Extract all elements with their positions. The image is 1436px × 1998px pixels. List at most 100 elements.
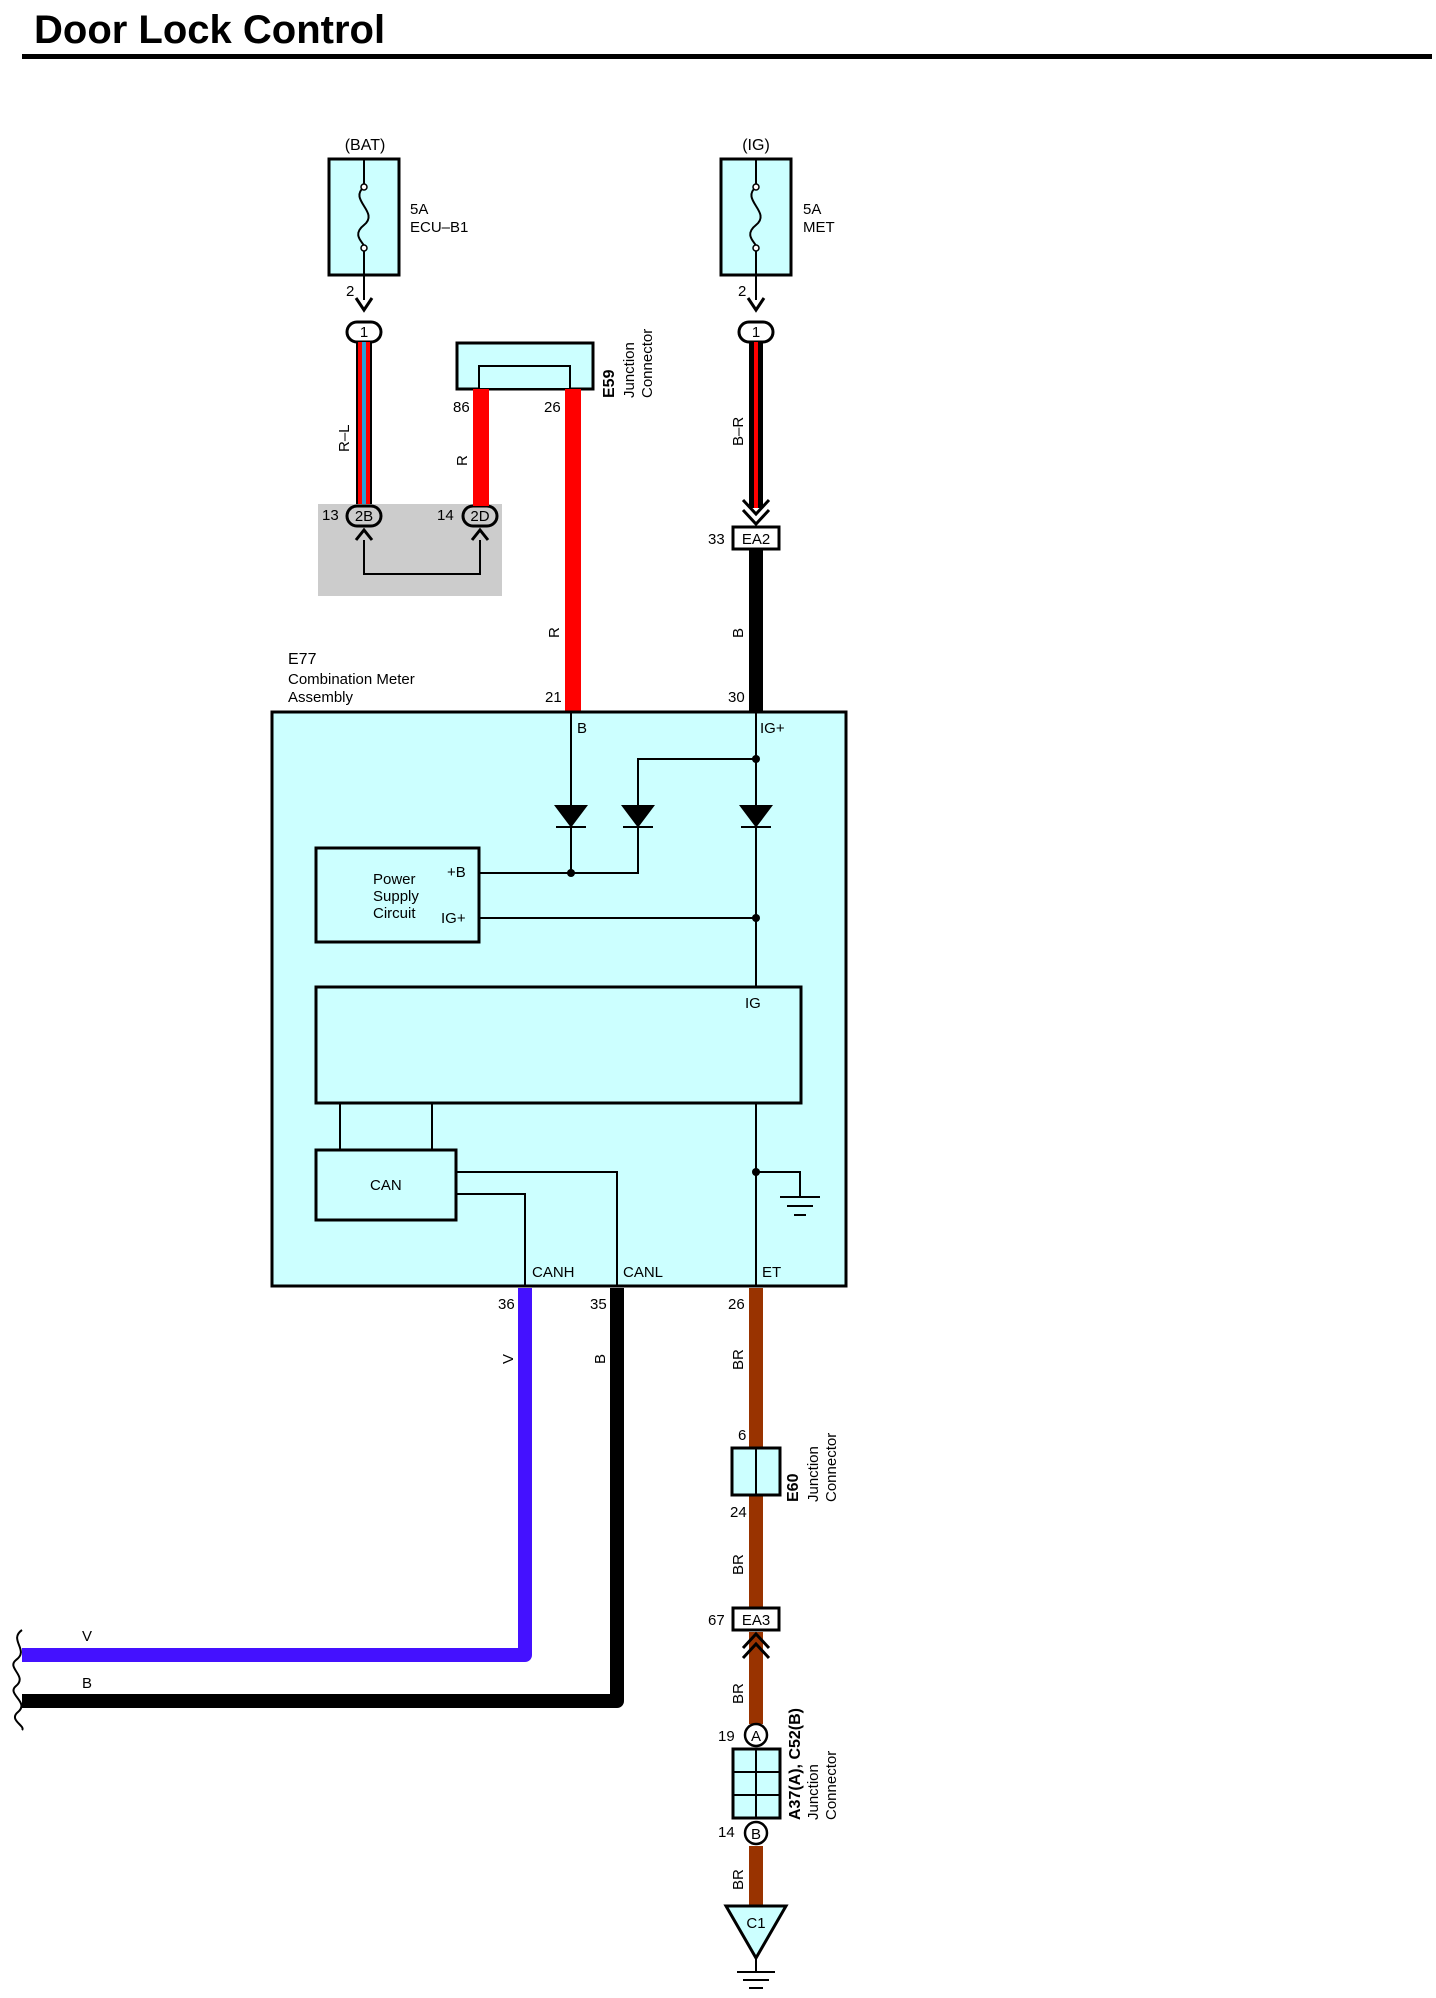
a37-pin-bottom: 14	[718, 1824, 735, 1841]
wire-br: BR BR BR BR	[730, 1288, 763, 1906]
wire-b-r: B–R	[730, 342, 771, 527]
fuse-ig-connector-label: 1	[752, 324, 760, 341]
e59-code: E59	[601, 369, 618, 398]
junction-connector-e59: 86 26 E59 Junction Connector	[453, 329, 656, 416]
ea2-pin: 33	[708, 531, 725, 548]
fuse-ig-element-icon	[749, 186, 762, 248]
wire-r-l: R–L	[336, 342, 372, 506]
a37-line1: Junction	[805, 1764, 822, 1820]
splice-right-connector-label: 2D	[470, 508, 489, 525]
junction-connector-e60: 6 24 E60 Junction Connector	[730, 1427, 840, 1521]
wire-br-label-1: BR	[730, 1349, 747, 1370]
can-block	[314, 1148, 458, 1222]
e77-term-b: B	[577, 720, 587, 737]
fuse-ig-rating: 5A	[803, 201, 821, 218]
wire-br-label-3: BR	[730, 1683, 747, 1704]
fuse-bat-element-icon	[357, 186, 370, 248]
wire-v-bus-label: V	[82, 1628, 92, 1645]
wire-r-short-label: R	[454, 455, 471, 466]
a37-conn-bottom	[743, 1820, 769, 1846]
e77-line2: Assembly	[288, 689, 354, 706]
wire-b-canl: B B	[22, 1288, 624, 1708]
page-title: Door Lock Control	[34, 8, 386, 52]
e59-inner	[478, 365, 571, 390]
e77-pin-canh: 36	[498, 1296, 515, 1313]
wire-b-r-label: B–R	[730, 417, 747, 446]
ground-c1-code: C1	[746, 1915, 765, 1932]
e60-line1: Junction	[805, 1446, 822, 1502]
ea3-arrow-icon	[741, 1631, 771, 1660]
wire-br-label-4: BR	[730, 1869, 747, 1890]
e60-line2: Connector	[823, 1433, 840, 1502]
fuse-bat-terminal-top	[360, 183, 368, 191]
splice-right-arrow-icon	[470, 527, 490, 541]
wire-b-bus-label: B	[82, 1675, 92, 1692]
e77-junction-ig-top	[752, 755, 760, 763]
wire-r-l-label: R–L	[336, 424, 353, 452]
e77-pin-ig: 30	[728, 689, 745, 706]
fuse-bat-connector-label: 1	[360, 324, 368, 341]
wire-r-short: R	[454, 389, 489, 506]
wire-br-label-2: BR	[730, 1554, 747, 1575]
psc-line3: Circuit	[373, 905, 416, 922]
fuse-ig-arrow-icon	[746, 297, 766, 313]
connector-ea2: 33 EA2	[708, 525, 781, 551]
e77-junction-ig-mid	[752, 914, 760, 922]
ea3-pin: 67	[708, 1612, 725, 1629]
e59-pin-left: 86	[453, 399, 470, 416]
ea3-box	[731, 1606, 781, 1632]
ea2-code: EA2	[742, 531, 770, 548]
e77-term-canh: CANH	[532, 1264, 575, 1281]
wire-v-label: V	[500, 1354, 517, 1364]
a37-conn-top-label: A	[751, 1728, 761, 1745]
e77-pin-b: 21	[545, 689, 562, 706]
fuse-bat-rating: 5A	[410, 201, 428, 218]
title-block: Door Lock Control	[0, 0, 1436, 70]
a37-pin-top: 19	[718, 1728, 735, 1745]
fuse-bat-pin: 2	[346, 283, 354, 300]
psc-line2: Supply	[373, 888, 419, 905]
fuse-ecu-b1: (BAT) 5A ECU–B1 2 1	[327, 137, 468, 344]
e59-line2: Connector	[639, 329, 656, 398]
wire-r-long-label: R	[546, 627, 563, 638]
fuse-ig-name: MET	[803, 219, 835, 236]
combination-meter-e77: E77 Combination Meter Assembly 21 30 B I…	[270, 651, 848, 1313]
title-rule	[22, 54, 1432, 59]
fuse-ig-source: (IG)	[742, 137, 770, 154]
a37-conn-top	[743, 1722, 769, 1748]
e77-main-block	[314, 985, 803, 1105]
splice-left-arrow-icon	[354, 527, 374, 541]
fuse-bat-source: (BAT)	[345, 137, 386, 154]
splice-right-pin: 14	[437, 507, 454, 524]
splice-left-pin: 13	[322, 507, 339, 524]
e77-ig-label: IG	[745, 995, 761, 1012]
psc-line1: Power	[373, 871, 416, 888]
e77-junction-b	[567, 869, 575, 877]
e77-line1: Combination Meter	[288, 671, 415, 688]
wire-b-ig: B	[730, 549, 763, 712]
bus-break-icon	[12, 1629, 24, 1731]
power-supply-circuit	[314, 846, 481, 944]
ea3-code: EA3	[742, 1612, 770, 1629]
ground-c1-triangle	[723, 1904, 789, 1962]
wire-b-ig-label: B	[730, 628, 747, 638]
fuse-bat-name: ECU–B1	[410, 219, 468, 236]
psc-b: +B	[447, 864, 466, 881]
wire-v: V V	[22, 1288, 532, 1662]
fuse-bat-terminal-bottom	[360, 244, 368, 252]
a37-conn-bottom-label: B	[751, 1826, 761, 1843]
e60-pin-bottom: 24	[730, 1504, 747, 1521]
fuse-met: (IG) 5A MET 2 1	[719, 137, 835, 344]
e77-internal-ground-icon	[780, 1196, 820, 1216]
e77-pin-canl: 35	[590, 1296, 607, 1313]
wire-b-r-arrow-icon	[741, 498, 771, 527]
e77-term-canl: CANL	[623, 1264, 663, 1281]
e77-code: E77	[288, 651, 317, 668]
psc-ig: IG+	[441, 910, 466, 927]
splice-left-connector	[345, 504, 383, 528]
fuse-bat-arrow-icon	[354, 297, 374, 313]
e60-code: E60	[785, 1473, 802, 1502]
splice-2b-2d: 13 2B 14 2D	[322, 504, 499, 575]
splice-jumper	[363, 540, 481, 575]
